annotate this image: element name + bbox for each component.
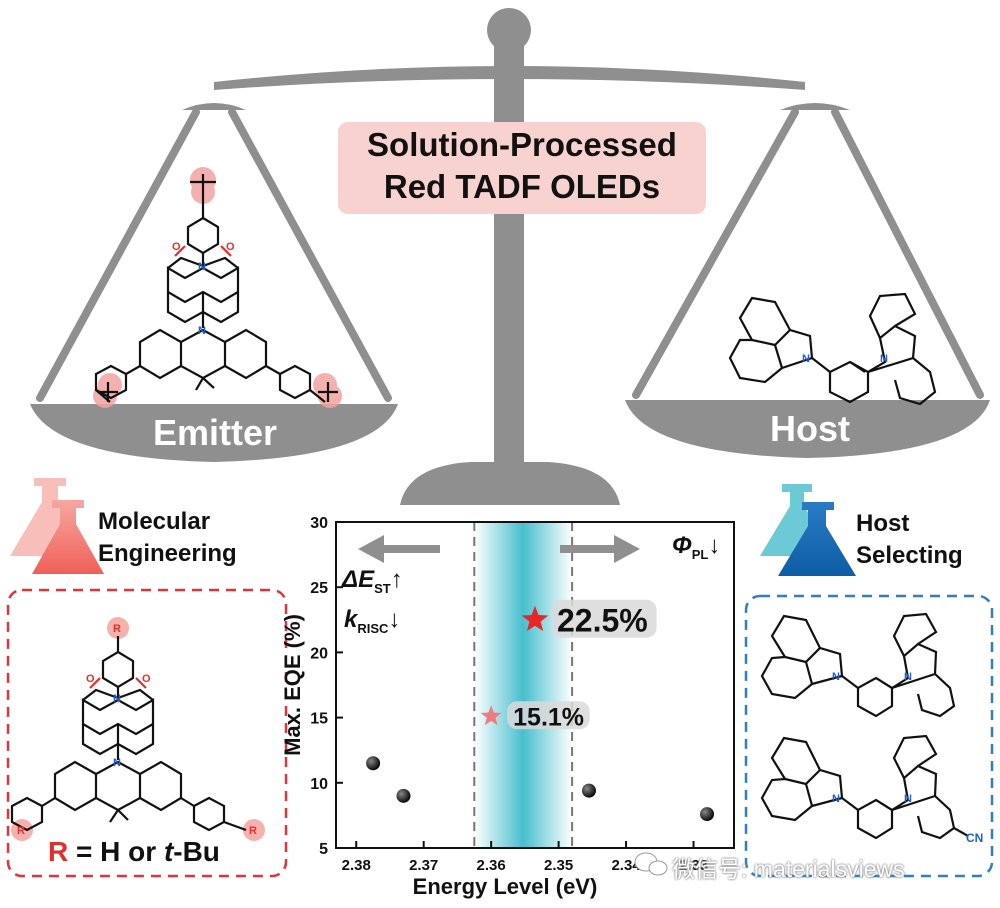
x-tick-label: 2.33: [679, 857, 708, 874]
k-sub: RISC: [357, 620, 389, 636]
balance-beam: [214, 66, 805, 90]
delta-arrow: ↑: [390, 566, 403, 593]
right-pan-hanger: [780, 103, 850, 110]
right-string-left: [632, 108, 799, 399]
flask-icon-red: [10, 478, 104, 574]
star-icon: [480, 705, 502, 726]
x-tick-label: 2.36: [477, 857, 506, 874]
star-data-label: 22.5%: [557, 602, 648, 638]
data-point-dot: [396, 788, 411, 803]
k-symbol: k: [344, 606, 358, 633]
watermark: 微信号: materialsviews: [672, 856, 905, 882]
molecular-label-line1: Molecular: [98, 508, 211, 535]
atom-r-top: R: [113, 623, 121, 635]
y-tick-label: 25: [310, 580, 328, 597]
host-molecule-mcp: [760, 612, 956, 718]
y-axis-label: Max. EQE (%): [280, 614, 305, 756]
atom-n-emitter-acridine: N: [198, 325, 206, 337]
y-tick-label: 10: [310, 776, 328, 793]
title-line-1: Solution-Processed: [367, 126, 677, 163]
arrow-left-icon: [358, 535, 440, 563]
y-tick-label: 20: [310, 645, 328, 662]
left-string-left: [36, 108, 200, 402]
atom-cn: CN: [966, 831, 983, 845]
star-label-bg: [507, 701, 590, 730]
phi-sub: PL: [691, 546, 709, 562]
atom-o-emitter-left: O: [172, 241, 181, 253]
r-suffix: -Bu: [173, 836, 220, 867]
r-def-text: = H or: [68, 836, 164, 867]
host-label-line2: Selecting: [856, 542, 963, 569]
data-point-dot: [700, 807, 715, 822]
left-string-right: [228, 108, 392, 402]
atom-n-cn-2: N: [904, 793, 912, 805]
phi-symbol: Φ: [672, 532, 692, 559]
r-letter: R: [48, 836, 69, 867]
atom-r-left: R: [17, 825, 25, 837]
title-box: Solution-Processed Red TADF OLEDs: [338, 122, 706, 214]
data-point-dot: [581, 783, 596, 798]
host-label-line1: Host: [856, 510, 910, 537]
y-tick-label: 5: [319, 841, 328, 858]
atom-n-emitter-imide: N: [198, 261, 206, 273]
delta-symbol: ΔE: [342, 566, 375, 593]
delta-sub: ST: [374, 580, 391, 596]
y-tick-label: 30: [310, 515, 328, 532]
molecular-engineering-box: [6, 588, 288, 878]
phi-pl-annotation: ΦPL↓: [672, 532, 720, 562]
x-tick-label: 2.37: [409, 857, 438, 874]
atom-n-generic-imide: N: [113, 693, 121, 705]
molecular-engineering-label: Molecular Engineering: [98, 506, 237, 570]
left-pan: [30, 404, 398, 462]
x-axis-label: Energy Level (eV): [413, 874, 598, 899]
k-arrow: ↓: [388, 606, 401, 633]
data-point-dot: [366, 756, 381, 771]
host-selecting-label: Host Selecting: [856, 508, 963, 572]
generic-emitter-molecule: [10, 617, 265, 841]
atom-n-cn-1: N: [832, 793, 840, 805]
host-molecule: [728, 292, 937, 406]
x-tick-label: 2.34: [611, 857, 641, 874]
delta-est-annotation: ΔEST↑: [342, 566, 403, 596]
balance-base: [400, 462, 620, 505]
emitter-molecule: [93, 167, 342, 408]
r-definition: R = H or t-Bu: [48, 836, 220, 868]
plot-frame: [335, 521, 735, 849]
krisc-annotation: kRISC↓: [344, 606, 400, 636]
arrow-right-icon: [560, 535, 640, 563]
atom-n-host-2: N: [880, 353, 888, 365]
atom-n-mcp-1: N: [832, 671, 840, 683]
balance-scale: [30, 8, 990, 505]
y-tick-label: 15: [310, 711, 328, 728]
host-label: Host: [770, 408, 850, 449]
atom-n-host-1: N: [802, 353, 810, 365]
atom-o-emitter-right: O: [226, 241, 235, 253]
atom-n-mcp-2: N: [904, 671, 912, 683]
molecular-label-line2: Engineering: [98, 540, 237, 567]
left-pan-hanger: [182, 103, 246, 110]
r-italic-t: t: [163, 836, 174, 867]
right-pan: [625, 400, 990, 458]
flask-icon-blue: [760, 484, 856, 576]
x-tick-label: 2.38: [342, 857, 371, 874]
emitter-label: Emitter: [152, 412, 278, 453]
host-molecule-cn: [760, 734, 969, 840]
atom-n-generic-acridine: N: [113, 757, 121, 769]
right-string-right: [831, 108, 984, 399]
atom-o-generic-left: O: [86, 673, 95, 685]
star-data-label: 15.1%: [513, 703, 584, 731]
eqe-chart: 2.38 2.37 2.36 2.35 2.34 2.33 5 10 15 20 25 30Energ…: [280, 515, 735, 899]
star-label-bg: [551, 599, 657, 638]
highlight-band: [474, 522, 573, 848]
host-selecting-box: [744, 594, 994, 878]
star-icon: [521, 605, 549, 632]
balance-column: [494, 30, 524, 485]
phi-arrow: ↓: [708, 532, 721, 559]
wechat-icon: [634, 852, 668, 876]
atom-r-right: R: [249, 825, 257, 837]
title-line-2: Red TADF OLEDs: [383, 168, 661, 205]
x-tick-label: 2.35: [544, 857, 573, 874]
atom-o-generic-right: O: [142, 673, 151, 685]
